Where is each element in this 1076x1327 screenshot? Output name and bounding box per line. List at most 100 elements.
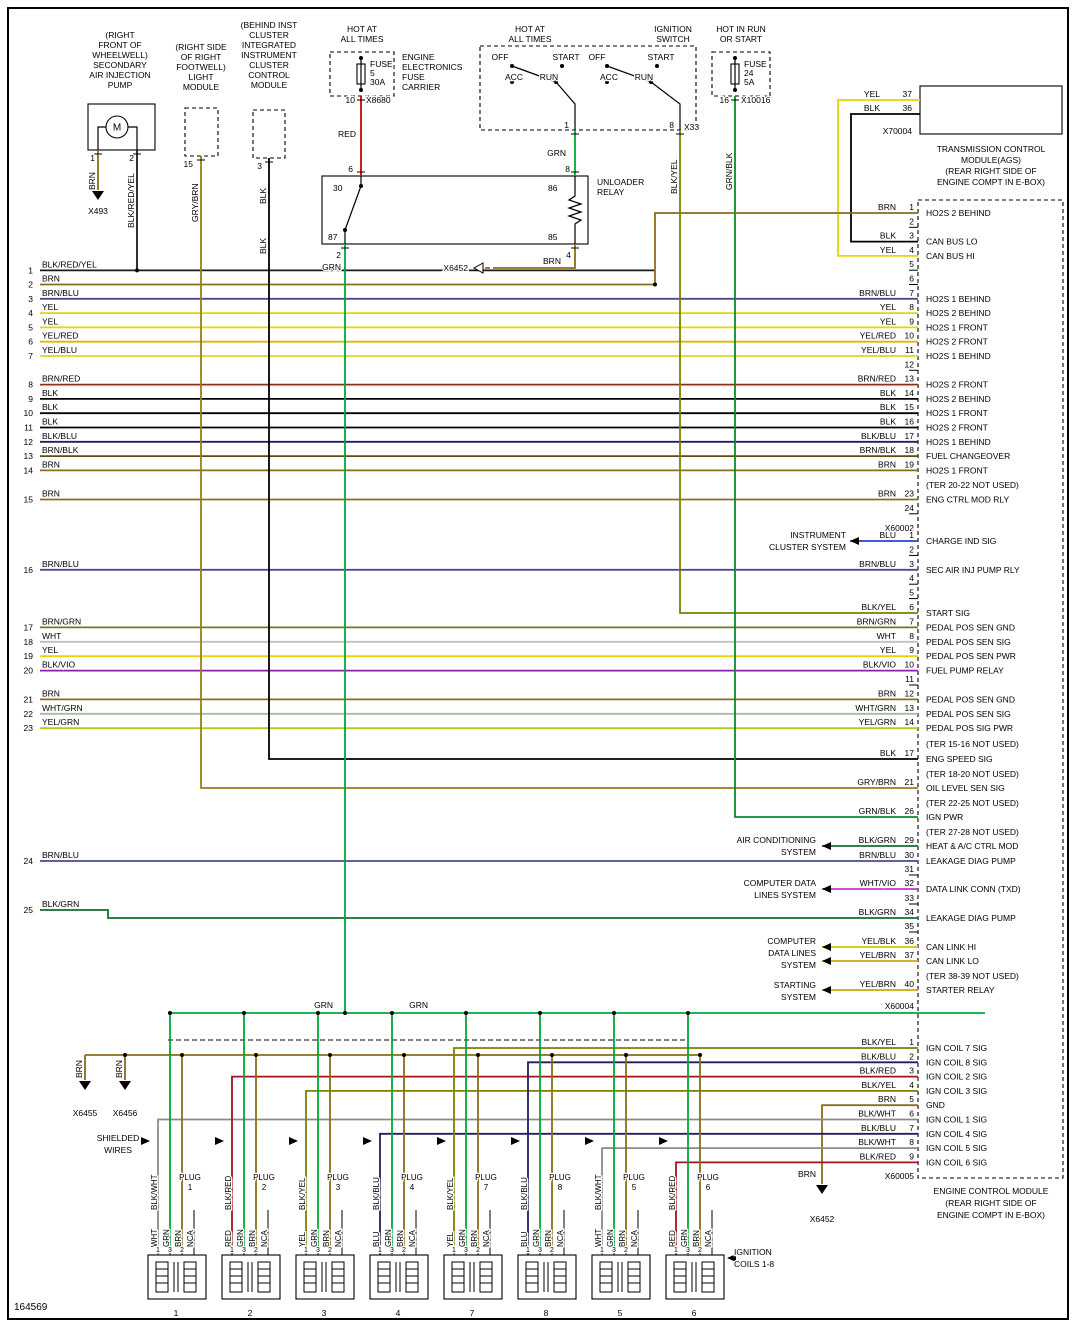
row-color-label: BRN/RED xyxy=(42,374,80,384)
row-number: 9 xyxy=(28,394,33,404)
label: RUN xyxy=(635,72,653,82)
coil-pin-number: 2 xyxy=(328,1247,332,1254)
plug-number: 2 xyxy=(262,1183,267,1192)
shield-arrow-icon xyxy=(363,1137,372,1145)
pin-number: 32 xyxy=(905,878,915,888)
pin-number: 23 xyxy=(905,489,915,499)
pin-color-label: YEL xyxy=(880,645,896,655)
pin-number: 37 xyxy=(905,950,915,960)
ground-icon xyxy=(79,1081,91,1090)
row-color-label: YEL/RED xyxy=(42,331,78,341)
coil-pin-number: 3 xyxy=(686,1247,690,1254)
pin-signal-label: IGN COIL 8 SIG xyxy=(926,1057,987,1067)
label: 3 xyxy=(257,161,262,171)
row-number: 11 xyxy=(24,423,33,433)
plug-label: PLUG xyxy=(253,1173,275,1182)
junction-dot xyxy=(733,56,737,60)
pin-color-label: YEL/GRN xyxy=(859,717,896,727)
label: FRONT OF xyxy=(98,40,141,50)
coil-brn-label: BRN xyxy=(396,1230,405,1247)
pin-number: 21 xyxy=(905,777,915,787)
connector-id: X60005 xyxy=(885,1171,915,1181)
label: WIRES xyxy=(104,1145,132,1155)
label: ALL TIMES xyxy=(341,34,384,44)
label: X493 xyxy=(88,206,108,216)
coil-winding-icon xyxy=(229,1261,243,1293)
coil-winding-icon xyxy=(331,1261,345,1293)
pin-signal-label: IGN COIL 5 SIG xyxy=(926,1143,987,1153)
left-row-wire xyxy=(40,909,918,919)
pin-number: 11 xyxy=(905,345,914,355)
pin-signal-label: HO2S 2 BEHIND xyxy=(926,394,991,404)
row-number: 17 xyxy=(24,622,34,632)
row-color-label: BLK/RED/YEL xyxy=(42,259,97,269)
ignition-coil-box xyxy=(221,1254,281,1300)
coil-signal-label: BLK/RED xyxy=(224,1176,233,1210)
pin-number: 2 xyxy=(909,1051,914,1061)
ignition-coil-box xyxy=(369,1254,429,1300)
pin-signal-label: ENG CTRL MOD RLY xyxy=(926,495,1009,505)
pin-number: 5 xyxy=(909,588,914,598)
label: GRN xyxy=(409,1000,428,1010)
pin-number: 34 xyxy=(905,907,915,917)
pin-color-label: WHT/VIO xyxy=(860,878,897,888)
ignition-coil-box xyxy=(443,1254,503,1300)
pin-color-label: BLK/YEL xyxy=(862,1037,897,1047)
coil-pin-number: 3 xyxy=(316,1247,320,1254)
label: 30A xyxy=(370,77,385,87)
junction-dot xyxy=(180,1053,184,1057)
pin-signal-label: PEDAL POS SEN GND xyxy=(926,694,1015,704)
pin-color-label: GRN/BLK xyxy=(859,806,897,816)
pin-number: 6 xyxy=(909,274,914,284)
label: MODULE xyxy=(251,80,288,90)
label: ENGINE CONTROL MODULE xyxy=(934,1186,1049,1196)
label: ELECTRONICS xyxy=(402,62,463,72)
pin-color-label: BLK/RED xyxy=(860,1066,896,1076)
pin-color-label: BRN xyxy=(878,688,896,698)
pin-signal-label: CAN BUS LO xyxy=(926,237,978,247)
row-number: 1 xyxy=(28,265,33,275)
coil-pin-number: 3 xyxy=(168,1247,172,1254)
pin-color-label: BRN/RED xyxy=(858,374,896,384)
component-box-dashed xyxy=(917,199,1064,1179)
pin-color-label: BRN xyxy=(878,459,896,469)
coil-lead-label: BLU xyxy=(520,1231,529,1247)
label: GRN/BLK xyxy=(724,152,734,190)
ground-icon xyxy=(119,1081,131,1090)
label: CLUSTER xyxy=(249,60,289,70)
pin-signal-label: CAN BUS HI xyxy=(926,251,975,261)
label: OFF xyxy=(589,52,606,62)
junction-dot xyxy=(612,1011,616,1015)
row-color-label: YEL xyxy=(42,316,58,326)
connector-id: X60002 xyxy=(885,523,915,533)
row-number: 21 xyxy=(24,694,34,704)
coil-winding-icon xyxy=(405,1261,419,1293)
row-color-label: BLK/VIO xyxy=(42,660,75,670)
ecm-note: (TER 20-22 NOT USED) xyxy=(926,480,1019,490)
junction-dot xyxy=(733,88,737,92)
coil-lead-label: WHT xyxy=(594,1229,603,1247)
label: X6456 xyxy=(113,1108,138,1118)
junction-dot xyxy=(624,1053,628,1057)
component-box-dashed xyxy=(479,45,697,131)
plug-number: 6 xyxy=(706,1183,711,1192)
pin-signal-label: LEAKAGE DIAG PUMP xyxy=(926,856,1016,866)
junction-dot xyxy=(476,1053,480,1057)
junction-dot xyxy=(698,1053,702,1057)
label: FUSE xyxy=(402,72,425,82)
label: ACC xyxy=(505,72,523,82)
label: STARTING xyxy=(774,980,816,990)
pin-color-label: BLK/WHT xyxy=(858,1109,896,1119)
label: BRN xyxy=(74,1060,84,1078)
pin-signal-label: HO2S 1 BEHIND xyxy=(926,437,991,447)
pin-signal-label: HO2S 1 FRONT xyxy=(926,465,988,475)
system-arrow-icon xyxy=(822,943,831,951)
junction-dot xyxy=(402,1053,406,1057)
coil-number: 3 xyxy=(322,1308,327,1318)
coil-signal-wire xyxy=(305,1090,918,1255)
pin-number: 14 xyxy=(905,717,915,727)
wire-blk xyxy=(606,65,652,83)
ecm-note: (TER 27-28 NOT USED) xyxy=(926,827,1019,837)
